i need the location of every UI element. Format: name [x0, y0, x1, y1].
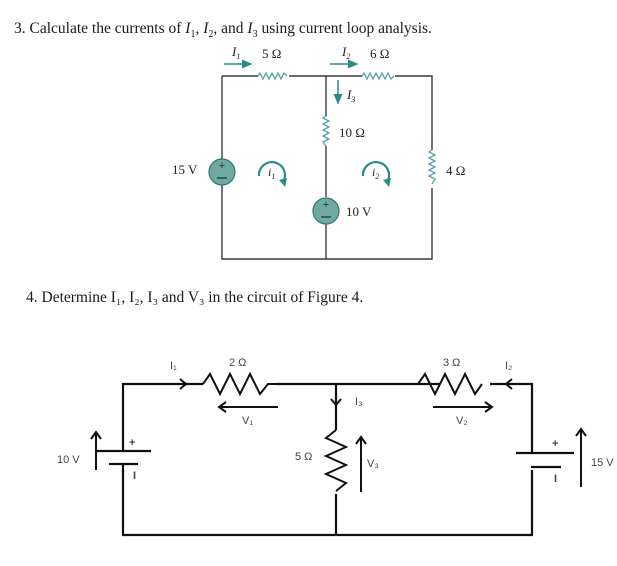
- plus-sign: +: [552, 438, 558, 450]
- minus-sign: I: [133, 470, 136, 482]
- label-10-ohm: 10 Ω: [339, 125, 365, 140]
- problem-text: using current loop analysis.: [257, 20, 432, 37]
- label-15v-fig4: 15 V: [591, 457, 614, 469]
- arrow-I2-fig4-icon: [504, 378, 520, 390]
- problem-text: Calculate the currents of: [29, 20, 186, 37]
- label-I3: I3: [346, 87, 355, 104]
- resistor-3-ohm: [417, 371, 483, 397]
- label-10v: 10 V: [346, 204, 372, 219]
- resistor-5-ohm-fig4: [323, 429, 349, 492]
- arrow-I1-fig4-icon: [176, 378, 188, 390]
- plus-sign: +: [129, 437, 135, 449]
- loop-i1-arrowhead-icon: [279, 178, 287, 187]
- plus-sign: +: [323, 199, 329, 211]
- circuit-1-wires: [221, 75, 433, 260]
- loop-i2-arrowhead-icon: [383, 178, 391, 187]
- arrow-10v-icon: [90, 430, 102, 470]
- source-15v: +: [208, 158, 236, 186]
- subscript: 3: [252, 29, 258, 41]
- arrow-I3-fig4-icon: [330, 390, 342, 407]
- label-5-ohm: 5 Ω: [262, 46, 281, 61]
- current-symbol: I: [247, 20, 253, 37]
- current-symbol: I: [203, 20, 209, 37]
- current-symbol: I: [185, 20, 191, 37]
- subscript: 2: [208, 29, 214, 41]
- label-2-ohm: 2 Ω: [229, 357, 246, 369]
- label-loop-i1: i1: [268, 165, 275, 181]
- resistor-5-ohm: [257, 71, 288, 81]
- label-I2-fig4: I₂: [505, 360, 512, 372]
- problem-4-title: 4. Determine I₁, I₂, I₃ and V₃ in the ci…: [26, 289, 364, 306]
- separator: ,: [195, 20, 204, 37]
- resistor-6-ohm: [361, 71, 395, 81]
- separator: , and: [213, 20, 248, 37]
- label-10v-fig4: 10 V: [57, 454, 80, 466]
- label-6-ohm: 6 Ω: [370, 46, 389, 61]
- problem-3-title: 3. Calculate the currents of I1, I2, and…: [14, 20, 432, 40]
- loop-i1-arrow-icon: [257, 161, 286, 183]
- arrow-15v-icon: [575, 427, 587, 487]
- label-V1: V₁: [242, 415, 253, 427]
- label-15v: 15 V: [172, 162, 198, 177]
- arrow-V2-icon: [433, 401, 494, 413]
- label-5-ohm-fig4: 5 Ω: [295, 451, 312, 463]
- label-I1-fig4: I₁: [170, 360, 177, 372]
- resistor-2-ohm: [202, 371, 275, 397]
- label-loop-i2: i2: [372, 165, 379, 181]
- label-V2: V₂: [456, 415, 468, 427]
- battery-10v: [95, 449, 151, 472]
- battery-15v: [516, 451, 574, 469]
- minus-sign: I: [554, 473, 557, 485]
- source-10v: +: [312, 197, 340, 225]
- arrow-V1-icon: [217, 401, 278, 413]
- resistor-4-ohm: [427, 149, 437, 185]
- subscript: 1: [190, 29, 196, 41]
- label-I1: I1: [231, 44, 240, 61]
- problem-number: 3.: [14, 20, 26, 37]
- label-I3-fig4: I₃: [355, 396, 363, 408]
- loop-i2-arrow-icon: [361, 161, 390, 183]
- plus-sign: +: [219, 160, 225, 172]
- label-I2: I2: [341, 44, 350, 61]
- arrow-V3-icon: [355, 435, 367, 492]
- resistor-10-ohm: [321, 115, 331, 147]
- label-3-ohm: 3 Ω: [443, 357, 460, 369]
- label-V3: V₃: [367, 458, 379, 470]
- label-4-ohm: 4 Ω: [446, 163, 465, 178]
